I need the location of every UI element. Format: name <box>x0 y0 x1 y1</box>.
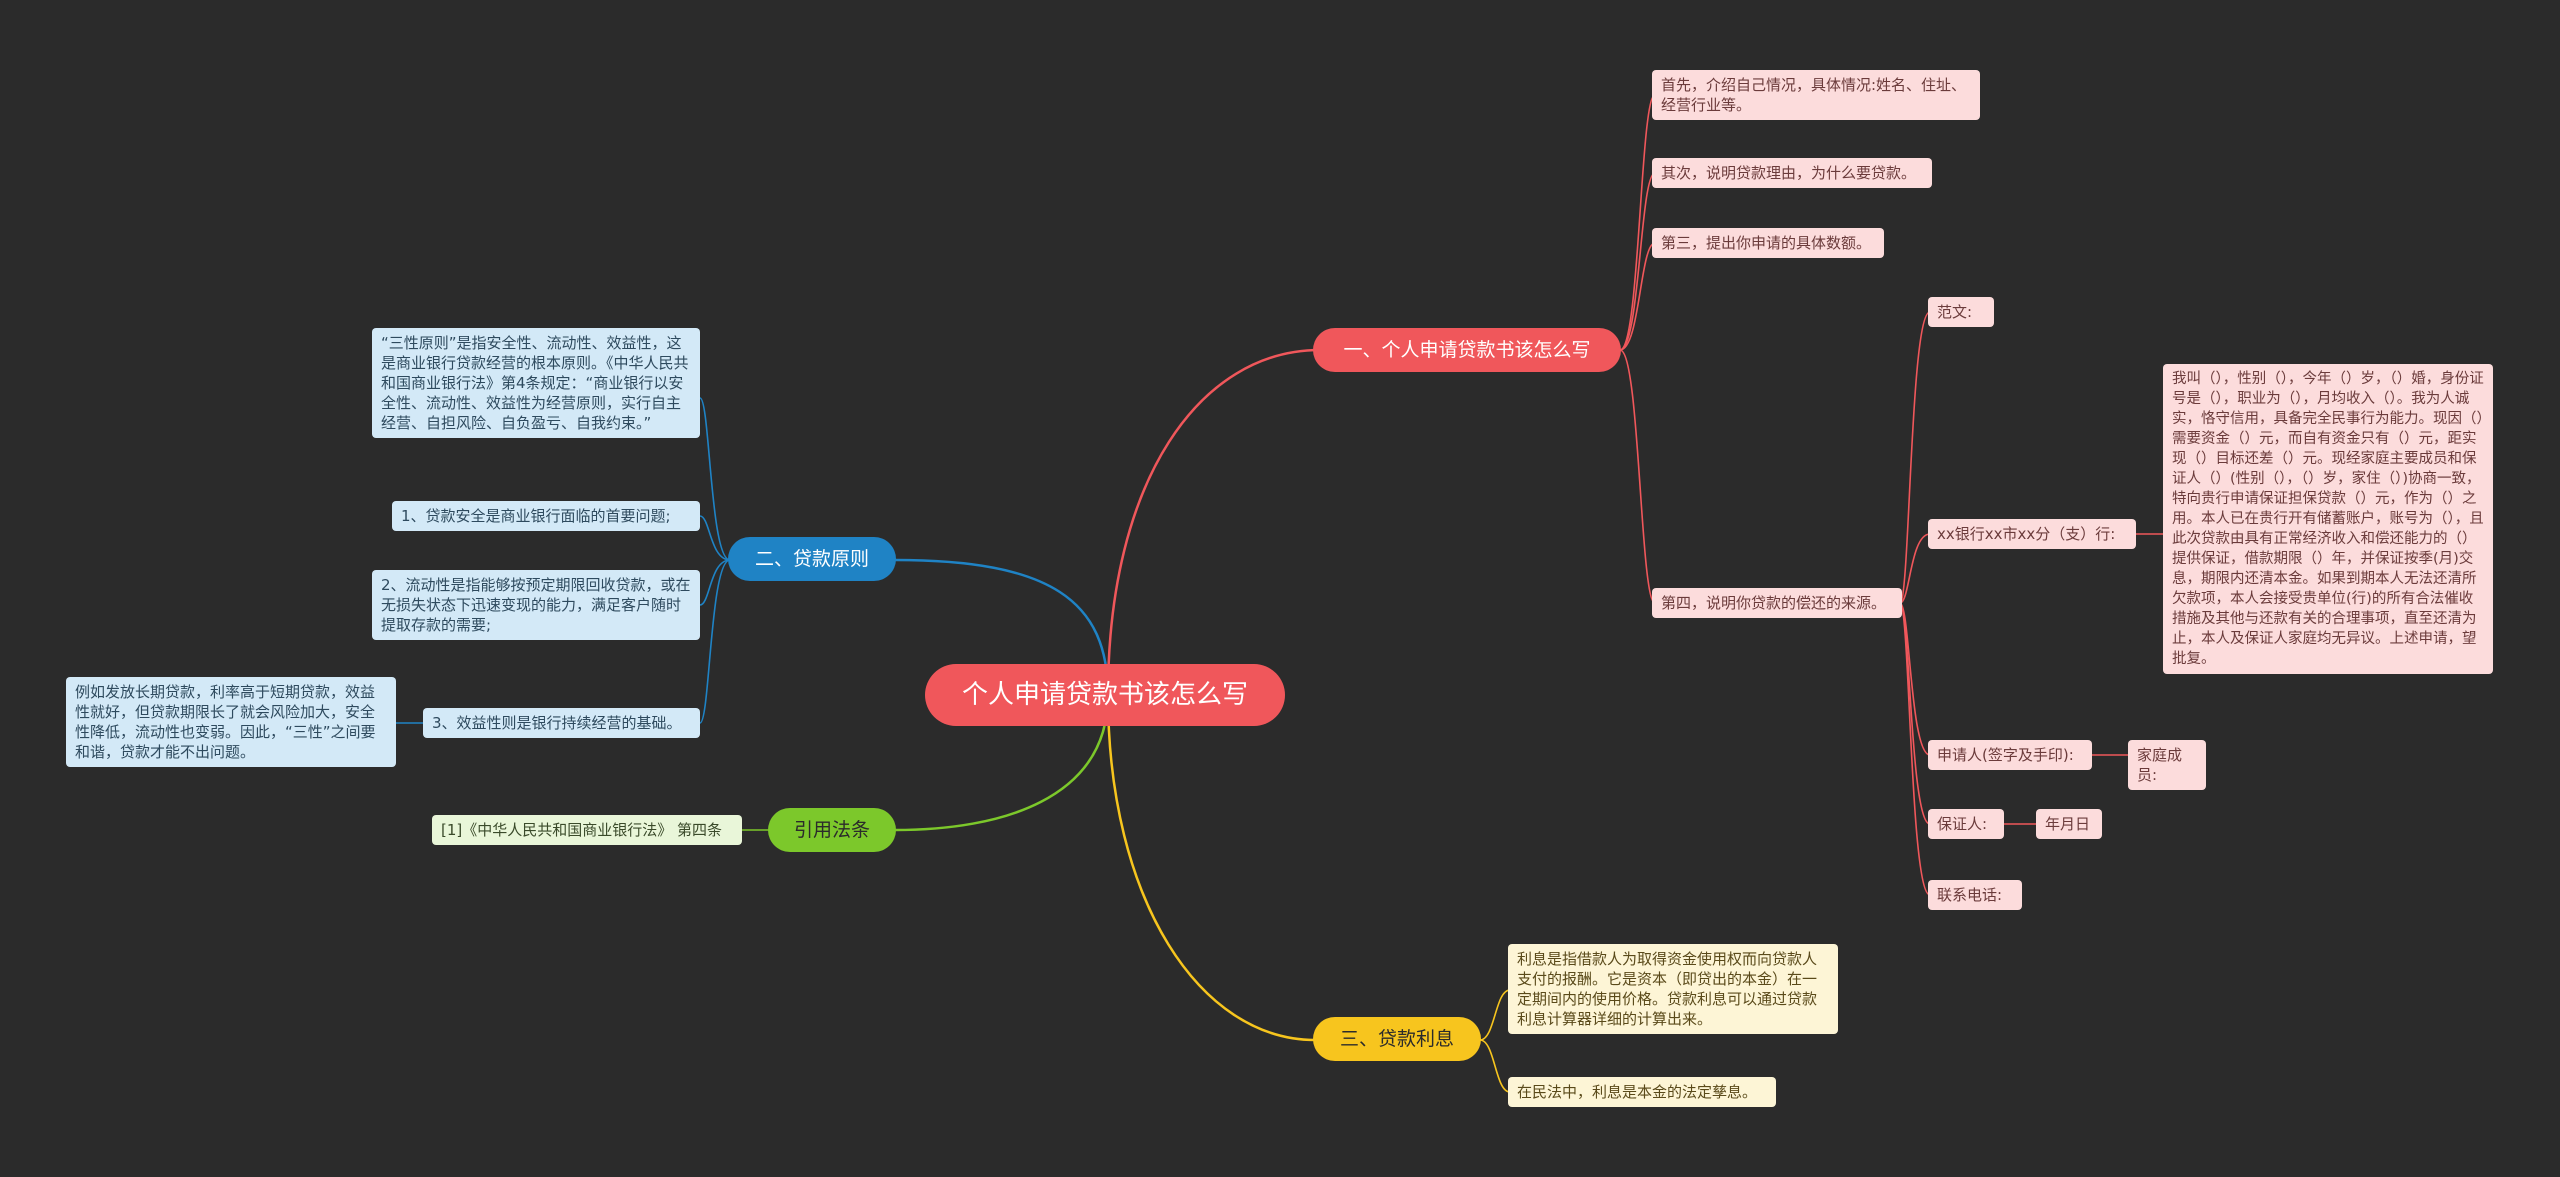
connector-root-b2 <box>894 558 1110 696</box>
branch-loan-interest[interactable]: 三、贷款利息 <box>1313 1017 1481 1061</box>
b1-item-reason[interactable]: 其次，说明贷款理由，为什么要贷款。 <box>1652 158 1932 188</box>
b3-item-law[interactable]: [1]《中华人民共和国商业银行法》 第四条 <box>432 815 742 845</box>
connector-b1-i3 <box>1619 242 1656 351</box>
connector-root-b3 <box>894 694 1110 832</box>
connector-b4-i1 <box>1479 989 1511 1041</box>
sub-family-members[interactable]: 家庭成员: <box>2128 740 2206 790</box>
connector-b2-i4 <box>699 559 731 724</box>
connector-b1-i2 <box>1619 172 1656 351</box>
sub-application-text[interactable]: 我叫（），性别（），今年（）岁，（）婚，身份证号是（），职业为（），月均收入（）… <box>2163 364 2493 674</box>
sub-date[interactable]: 年月日 <box>2036 809 2102 839</box>
sub-applicant-sign[interactable]: 申请人(签字及手印): <box>1928 740 2092 770</box>
b1-item-intro[interactable]: 首先，介绍自己情况，具体情况:姓名、住址、经营行业等。 <box>1652 70 1980 120</box>
branch-how-to-write[interactable]: 一、个人申请贷款书该怎么写 <box>1313 328 1621 372</box>
b1-item-repayment[interactable]: 第四，说明你贷款的偿还的来源。 <box>1652 588 1902 618</box>
b4-item-interest-definition[interactable]: 利息是指借款人为取得资金使用权而向贷款人支付的报酬。它是资本（即贷出的本金）在一… <box>1508 944 1838 1034</box>
connector-root-b4 <box>1106 694 1316 1042</box>
connector-i4-s1 <box>1899 311 1931 604</box>
connector-b2-i1 <box>699 397 731 561</box>
connector-b4-i2 <box>1479 1039 1511 1093</box>
connector-i4-s2 <box>1899 533 1931 604</box>
b2-item-profitability[interactable]: 3、效益性则是银行持续经营的基础。 <box>423 708 700 738</box>
connector-b1-i4 <box>1619 349 1656 604</box>
connector-b2-i3 <box>699 559 731 606</box>
b2-item-example[interactable]: 例如发放长期贷款，利率高于短期贷款，效益性就好，但贷款期限长了就会风险加大，安全… <box>66 677 396 767</box>
connector-b1-i1 <box>1619 94 1656 351</box>
root-topic[interactable]: 个人申请贷款书该怎么写 <box>925 664 1285 726</box>
connector-i4-s5 <box>1899 602 1931 896</box>
sub-sample-label[interactable]: 范文: <box>1928 297 1994 327</box>
b2-item-three-principles[interactable]: “三性原则”是指安全性、流动性、效益性，这是商业银行贷款经营的根本原则。《中华人… <box>372 328 700 438</box>
branch-legal-citation[interactable]: 引用法条 <box>768 808 896 852</box>
sub-guarantor[interactable]: 保证人: <box>1928 809 2004 839</box>
sub-bank-address[interactable]: xx银行xx市xx分（支）行: <box>1928 519 2136 549</box>
b2-item-safety[interactable]: 1、贷款安全是商业银行面临的首要问题; <box>392 501 700 531</box>
b2-item-liquidity[interactable]: 2、流动性是指能够按预定期限回收贷款，或在无损失状态下迅速变现的能力，满足客户随… <box>372 570 700 640</box>
sub-phone[interactable]: 联系电话: <box>1928 880 2022 910</box>
b4-item-civil-law[interactable]: 在民法中，利息是本金的法定孳息。 <box>1508 1077 1776 1107</box>
connector-b2-i2 <box>699 515 731 561</box>
b1-item-amount[interactable]: 第三，提出你申请的具体数额。 <box>1652 228 1884 258</box>
connector-root-b1 <box>1106 348 1321 696</box>
branch-loan-principles[interactable]: 二、贷款原则 <box>728 537 896 581</box>
